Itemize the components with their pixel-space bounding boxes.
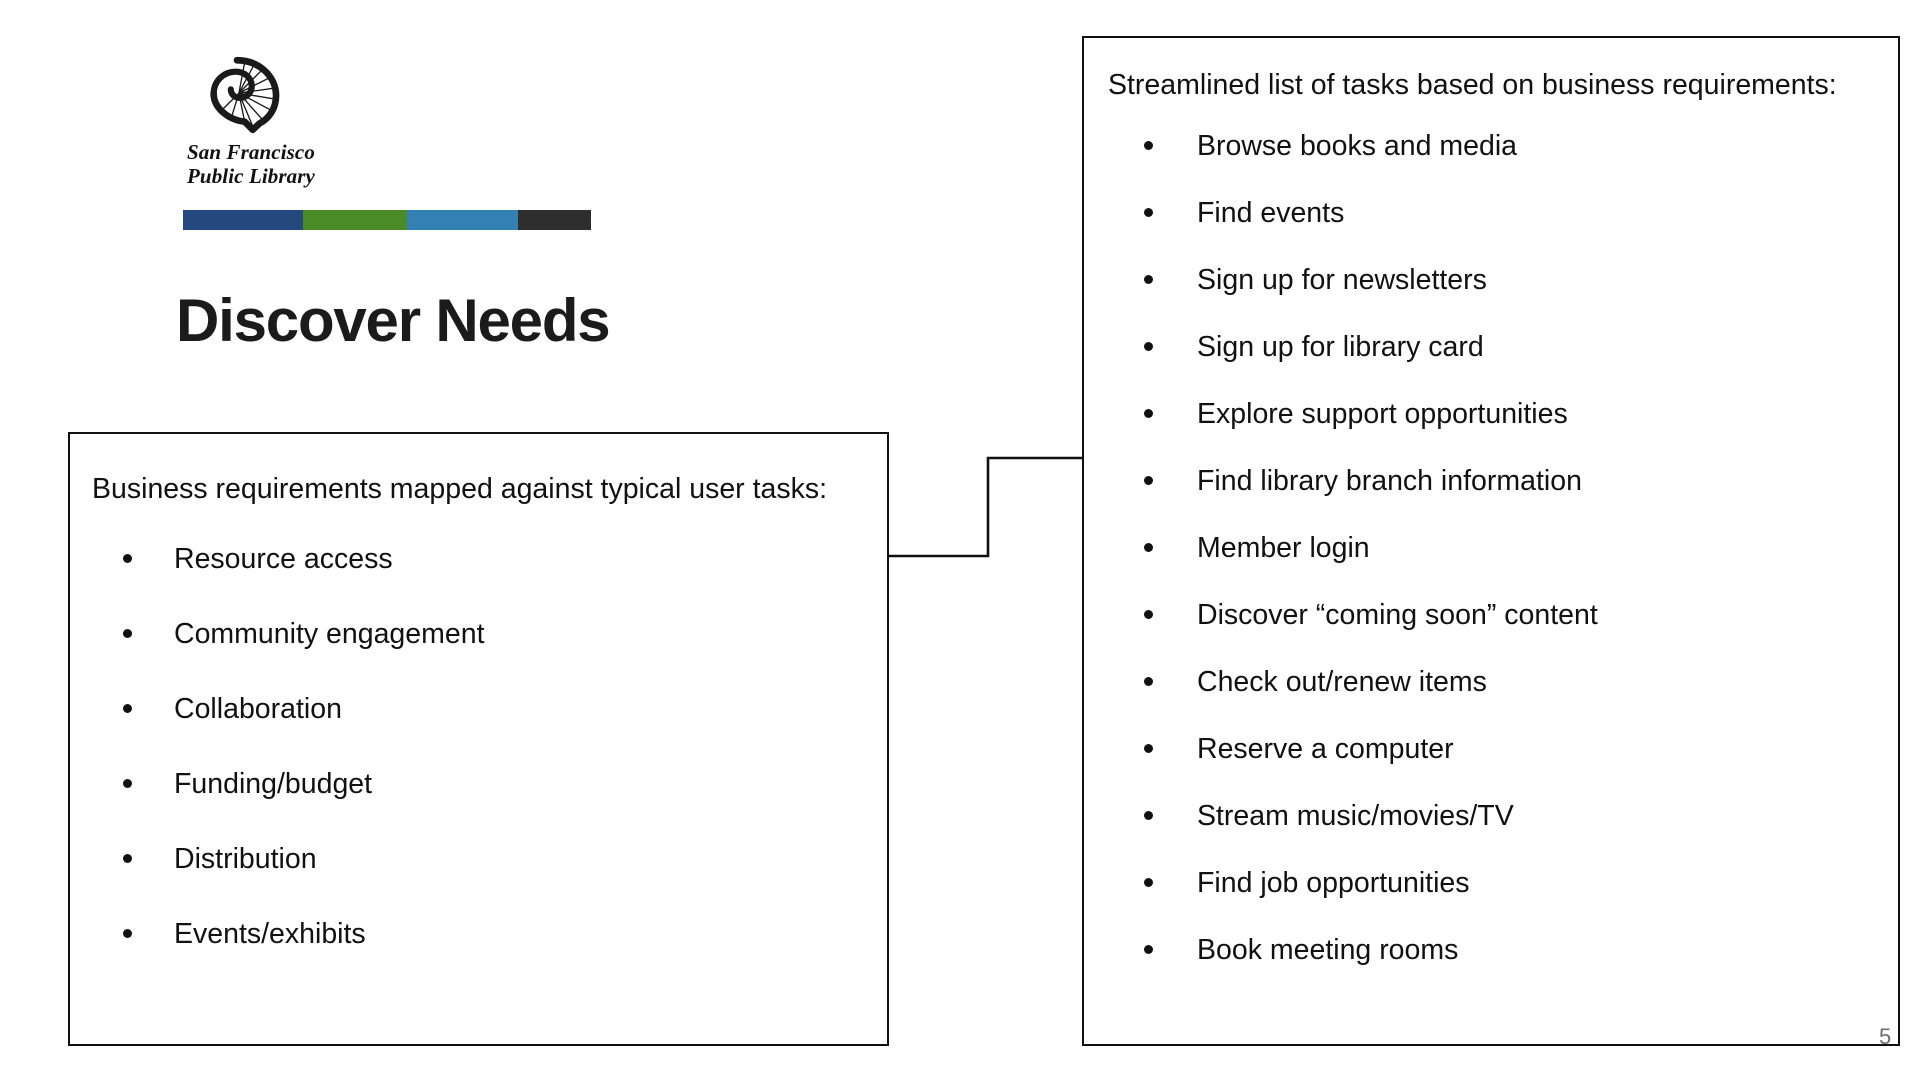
sfpl-wordmark: San Francisco Public Library <box>187 140 315 188</box>
list-item-label: Book meeting rooms <box>1197 934 1459 967</box>
bullet-dot-icon <box>1144 610 1153 620</box>
list-item: Resource access <box>70 542 887 617</box>
bullet-dot-icon <box>123 629 132 639</box>
elbow-connector-icon <box>889 456 1085 558</box>
sfpl-nautilus-logo-icon <box>210 56 280 134</box>
list-item: Member login <box>1084 531 1898 598</box>
bullet-dot-icon <box>1144 945 1153 955</box>
streamlined-tasks-box: Streamlined list of tasks based on busin… <box>1082 36 1900 1046</box>
list-item-label: Find library branch information <box>1197 465 1582 498</box>
list-item: Find library branch information <box>1084 464 1898 531</box>
bullet-dot-icon <box>123 854 132 864</box>
list-item-label: Funding/budget <box>174 768 373 801</box>
list-item-label: Sign up for library card <box>1197 331 1484 364</box>
list-item: Check out/renew items <box>1084 665 1898 732</box>
bullet-dot-icon <box>1144 677 1153 687</box>
list-item-label: Community engagement <box>174 618 485 651</box>
bullet-dot-icon <box>1144 275 1153 285</box>
bullet-dot-icon <box>1144 744 1153 754</box>
list-item-label: Sign up for newsletters <box>1197 264 1487 297</box>
brand-rule-segment-blue <box>407 210 518 231</box>
business-requirements-list: Resource access Community engagement Col… <box>70 542 887 992</box>
bullet-dot-icon <box>1144 409 1153 419</box>
list-item-label: Check out/renew items <box>1197 666 1487 699</box>
list-item: Explore support opportunities <box>1084 397 1898 464</box>
list-item-label: Find job opportunities <box>1197 867 1470 900</box>
list-item-label: Distribution <box>174 843 317 876</box>
bullet-dot-icon <box>1144 878 1153 888</box>
bullet-dot-icon <box>1144 476 1153 486</box>
sfpl-logo-block: San Francisco Public Library <box>183 55 603 231</box>
bullet-dot-icon <box>123 929 132 939</box>
brand-color-rule <box>183 210 591 231</box>
list-item-label: Stream music/movies/TV <box>1197 800 1514 833</box>
list-item: Collaboration <box>70 692 887 767</box>
bullet-dot-icon <box>123 554 132 564</box>
list-item-label: Discover “coming soon” content <box>1197 599 1598 632</box>
list-item: Stream music/movies/TV <box>1084 799 1898 866</box>
business-requirements-intro: Business requirements mapped against typ… <box>92 473 828 505</box>
list-item-label: Resource access <box>174 543 393 576</box>
brand-rule-segment-green <box>303 210 408 231</box>
bullet-dot-icon <box>1144 543 1153 553</box>
list-item: Reserve a computer <box>1084 732 1898 799</box>
streamlined-tasks-intro: Streamlined list of tasks based on busin… <box>1108 69 1837 101</box>
bullet-dot-icon <box>123 779 132 789</box>
list-item: Community engagement <box>70 617 887 692</box>
brand-rule-segment-dark <box>517 210 591 231</box>
list-item-label: Collaboration <box>174 693 342 726</box>
bullet-dot-icon <box>123 704 132 714</box>
list-item-label: Events/exhibits <box>174 918 366 951</box>
bullet-dot-icon <box>1144 208 1153 218</box>
page-number: 5 <box>1879 1024 1892 1049</box>
list-item-label: Explore support opportunities <box>1197 398 1568 431</box>
bullet-dot-icon <box>1144 342 1153 352</box>
business-requirements-box: Business requirements mapped against typ… <box>68 432 889 1046</box>
list-item: Sign up for newsletters <box>1084 263 1898 330</box>
list-item: Browse books and media <box>1084 129 1898 196</box>
list-item-label: Find events <box>1197 197 1345 230</box>
bullet-dot-icon <box>1144 811 1153 821</box>
brand-rule-segment-navy <box>183 210 304 231</box>
list-item: Funding/budget <box>70 767 887 842</box>
streamlined-tasks-list: Browse books and media Find events Sign … <box>1084 129 1898 1000</box>
list-item-label: Member login <box>1197 532 1370 565</box>
list-item: Discover “coming soon” content <box>1084 598 1898 665</box>
page-title: Discover Needs <box>176 287 611 354</box>
list-item-label: Reserve a computer <box>1197 733 1454 766</box>
list-item: Distribution <box>70 842 887 917</box>
list-item: Sign up for library card <box>1084 330 1898 397</box>
list-item-label: Browse books and media <box>1197 130 1518 163</box>
list-item: Book meeting rooms <box>1084 933 1898 1000</box>
bullet-dot-icon <box>1144 141 1153 151</box>
list-item: Find events <box>1084 196 1898 263</box>
list-item: Events/exhibits <box>70 917 887 992</box>
list-item: Find job opportunities <box>1084 866 1898 933</box>
